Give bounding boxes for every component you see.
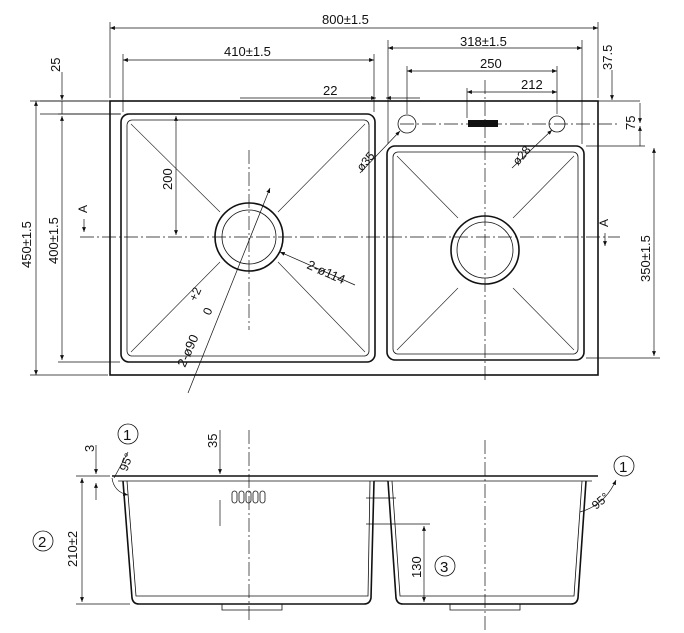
callout-3: 3 <box>434 555 456 577</box>
dim-left-margin: 25 <box>48 58 63 72</box>
dim-drain-dia-114: 2-ø114 <box>305 257 348 287</box>
top-view: A A <box>76 80 620 380</box>
top-dimensions: 800±1.5 410±1.5 318±1.5 250 212 22 25 <box>40 12 645 147</box>
dim-right-bowl-width: 318±1.5 <box>460 34 507 49</box>
dim-tap-spacing: 250 <box>480 56 502 71</box>
section-right-bowl <box>387 480 587 605</box>
dim-drain-offset: 200 <box>160 168 175 190</box>
dim-tap-offset: 212 <box>521 77 543 92</box>
section-marker-left: A <box>76 205 90 213</box>
section-left-bowl <box>122 480 375 605</box>
dim-angle-left: 95° <box>117 451 136 473</box>
side-dimensions: 450±1.5 400±1.5 200 350±1.5 <box>19 100 660 376</box>
dim-tap-hole-35: ø35 <box>354 149 378 174</box>
svg-text:1: 1 <box>123 427 131 444</box>
dim-drain-tol-upper: +2 <box>186 285 204 303</box>
dim-divider-height: 130 <box>409 556 424 578</box>
overflow-slots <box>231 490 266 504</box>
dim-flange-thickness: 3 <box>82 445 97 452</box>
dim-drain-tol-lower: 0 <box>200 305 216 317</box>
svg-text:3: 3 <box>440 559 448 576</box>
callout-2: 2 <box>32 530 54 552</box>
dim-bowl-height: 210±2 <box>65 531 80 567</box>
dim-overall-depth: 450±1.5 <box>19 221 34 268</box>
tap-hole-left <box>397 114 417 134</box>
callouts: 1 1 2 3 <box>32 423 635 577</box>
right-bowl <box>386 145 585 361</box>
dim-overall-width: 800±1.5 <box>322 12 369 27</box>
outer-flange-outline <box>109 100 599 376</box>
dim-tap-height: 75 <box>623 116 638 130</box>
dim-right-bowl-depth: 350±1.5 <box>638 235 653 282</box>
dim-drain-dia-90: 2-ø90 <box>174 332 202 369</box>
svg-text:1: 1 <box>619 459 627 476</box>
callout-1-left: 1 <box>117 423 139 445</box>
dim-divider: 22 <box>323 83 337 98</box>
section-marker-right: A <box>597 219 611 227</box>
svg-text:2: 2 <box>38 534 46 551</box>
left-bowl <box>120 113 376 363</box>
section-view: 3 35 210±2 130 95° 95° <box>65 430 617 630</box>
diameter-leaders: 2-ø90 +2 0 2-ø114 ø35 ø28 <box>174 129 553 394</box>
dim-right-margin: 37.5 <box>600 45 615 70</box>
dim-rim-height: 35 <box>205 434 220 448</box>
brand-mark <box>468 120 498 127</box>
callout-1-right: 1 <box>613 455 635 477</box>
dim-left-bowl-depth: 400±1.5 <box>46 217 61 264</box>
dim-left-bowl-width: 410±1.5 <box>224 44 271 59</box>
